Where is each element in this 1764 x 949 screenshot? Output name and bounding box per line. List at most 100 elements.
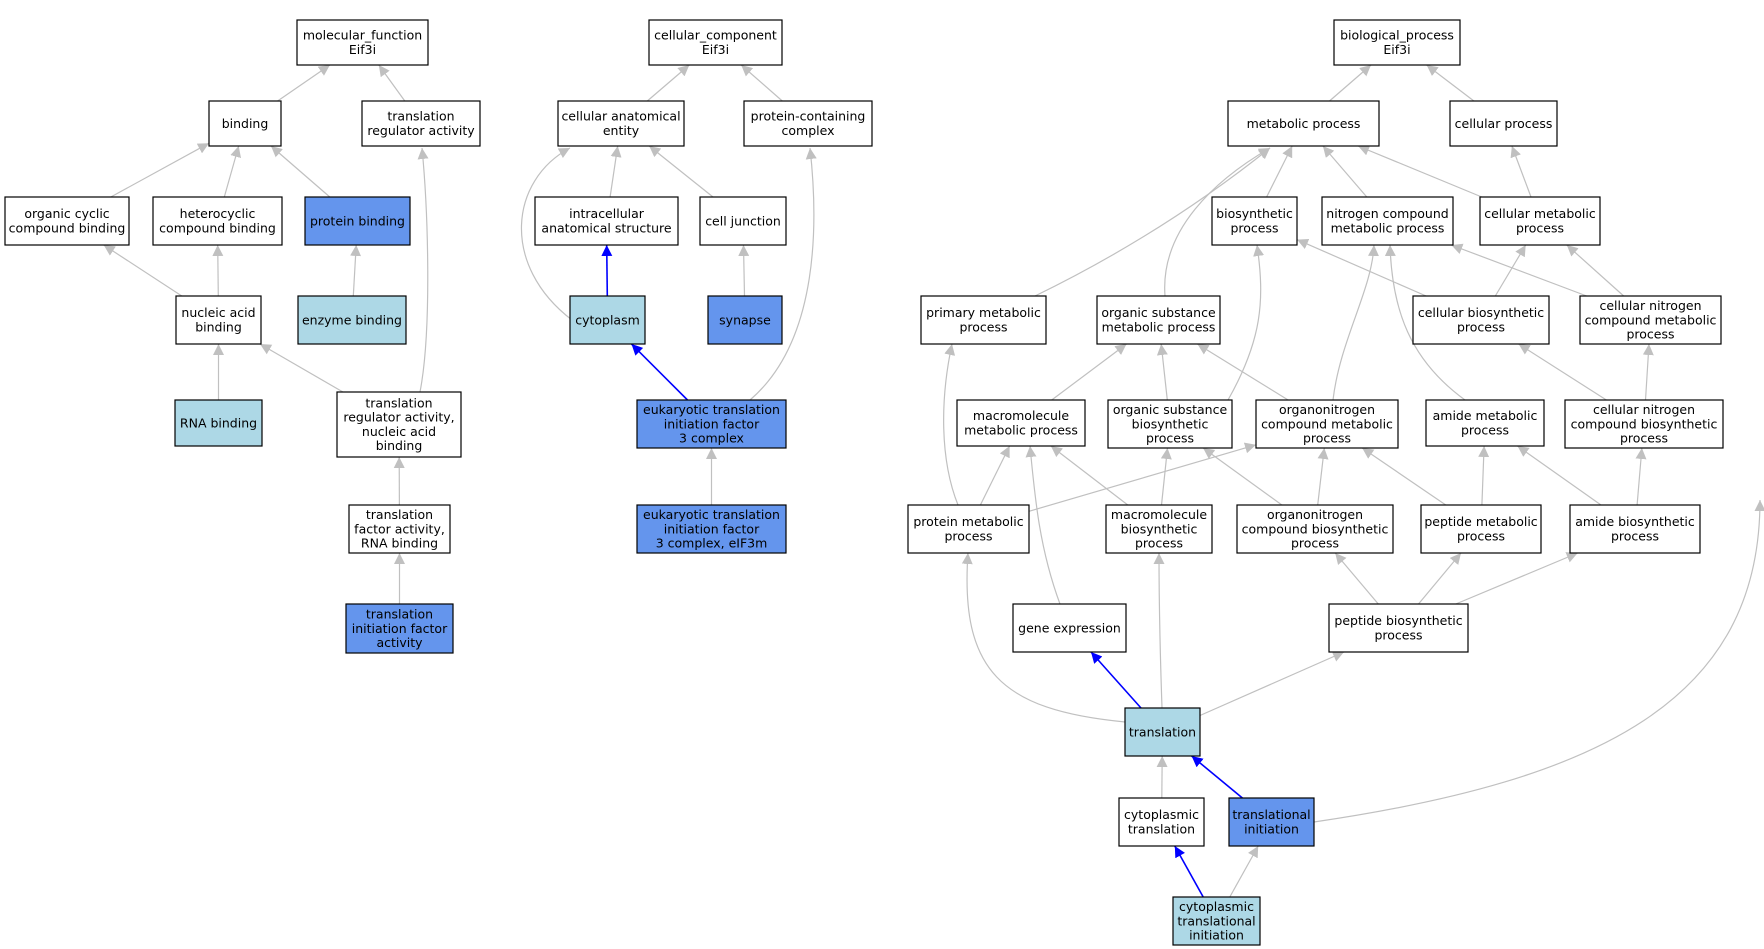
node-box: [743, 100, 873, 147]
node-syn[interactable]: synapse: [707, 295, 783, 345]
node-label-line: process: [944, 528, 992, 543]
node-box: [1333, 19, 1461, 66]
node-label-line: RNA binding: [361, 536, 438, 551]
node-binding[interactable]: binding: [208, 100, 282, 147]
node-box: [1228, 797, 1315, 847]
node-cj[interactable]: cell junction: [699, 196, 787, 246]
node-cyto[interactable]: cytoplasm: [569, 295, 646, 345]
edge-trans-to-pepbp: [1199, 651, 1345, 717]
node-pb[interactable]: protein binding: [304, 196, 411, 246]
node-label-line: process: [1230, 220, 1278, 235]
edge-cbp-to-cmp: [1494, 244, 1527, 297]
edge-metp-to-bp: [1329, 64, 1372, 102]
edge-biop-to-metp: [1266, 145, 1293, 198]
node-box: [1227, 100, 1380, 147]
edge-prmp-to-oncmp: [1028, 442, 1257, 512]
edge-mbp-to-osbp: [1160, 447, 1172, 506]
edge-pepmp-to-oncmp: [1361, 447, 1447, 506]
edge-cyto-to-cae: [520, 147, 573, 321]
node-box: [1569, 504, 1701, 554]
edge-oncbp-to-oncmp: [1317, 447, 1329, 506]
edge-abp-to-amp: [1517, 445, 1602, 506]
node-label-line: protein metabolic: [913, 514, 1023, 529]
node-label-line: protein binding: [310, 213, 405, 228]
node-label-line: synapse: [719, 312, 771, 327]
node-label-line: translation: [1128, 821, 1195, 836]
node-ge[interactable]: gene expression: [1012, 603, 1127, 653]
node-label-line: binding: [376, 438, 423, 453]
node-label-line: nucleic acid: [181, 305, 255, 320]
node-box: [1118, 797, 1205, 847]
edge-tinit-to-trans: [1191, 755, 1243, 799]
node-rnab[interactable]: RNA binding: [174, 399, 263, 447]
edge-ctinit-to-tinit: [1229, 845, 1259, 898]
node-box: [348, 504, 451, 554]
node-box: [175, 295, 262, 345]
node-label-line: initiation factor: [664, 521, 760, 536]
edge-pepmp-to-amp: [1478, 445, 1490, 506]
node-box: [1172, 896, 1261, 946]
node-label-line: cellular nitrogen: [1599, 298, 1701, 313]
edge-ias-to-cae: [609, 145, 622, 198]
node-box: [636, 399, 787, 449]
edge-mbp-to-mmp: [1050, 445, 1129, 506]
node-label-line: compound metabolic: [1261, 416, 1393, 431]
node-label-line: gene expression: [1018, 620, 1121, 635]
node-label-line: cellular biosynthetic: [1418, 305, 1544, 320]
node-label-line: amide biosynthetic: [1575, 514, 1695, 529]
node-label-line: peptide metabolic: [1424, 514, 1537, 529]
node-trans[interactable]: translation: [1124, 707, 1201, 757]
node-box: [361, 100, 481, 147]
edge-cmp-to-cellp: [1510, 145, 1532, 198]
node-cellp[interactable]: cellular process: [1449, 100, 1558, 147]
edge-osbp-to-osmp: [1156, 343, 1168, 401]
node-metp[interactable]: metabolic process: [1227, 100, 1380, 147]
node-box: [1420, 504, 1542, 554]
node-label-line: nucleic acid: [362, 424, 436, 439]
node-label-line: organic substance: [1101, 305, 1216, 320]
edge-cyto-to-ias: [601, 244, 613, 297]
node-label-line: translation: [1129, 724, 1196, 739]
edge-cncmp-to-cmp: [1566, 244, 1625, 297]
node-box: [1579, 295, 1722, 345]
node-label-line: process: [959, 319, 1007, 334]
node-eb[interactable]: enzyme binding: [297, 295, 407, 345]
edge-oncmp-to-osmp: [1197, 343, 1289, 401]
